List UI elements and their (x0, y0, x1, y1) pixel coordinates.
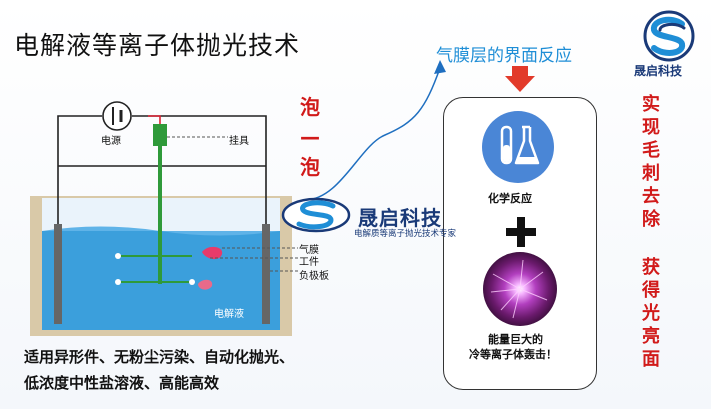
company-logo-label: 晟启科技 (634, 64, 683, 78)
cathode-plate-left (54, 224, 62, 324)
gas-film-blob (202, 246, 223, 260)
plus-icon (506, 217, 536, 247)
hanger-label: 挂具 (229, 136, 249, 147)
curved-arrow-icon (304, 60, 446, 201)
hanger (153, 124, 167, 146)
brand-slogan: 电解质等离子抛光技术专家 (354, 229, 457, 239)
electrolysis-diagram (30, 101, 298, 336)
deburr-outcome-text: 实 现 毛 刺 去 除 (640, 93, 662, 231)
outcome-char: 得 (642, 280, 660, 301)
gas-film-label: 气膜 (299, 245, 319, 256)
outcome-char: 亮 (642, 326, 660, 347)
outcome-char: 实 (642, 94, 660, 115)
brand-logo-icon (281, 197, 351, 233)
bubble-text: 泡 — 泡 (297, 92, 323, 182)
outcome-char: 去 (642, 186, 660, 207)
interface-reaction-title: 气膜层的界面反应 (436, 46, 572, 66)
page-title: 电解液等离子体抛光技术 (14, 31, 301, 60)
outcome-char: 毛 (642, 140, 660, 161)
features-line1: 适用异形件、无粉尘污染、自动化抛光、 (24, 348, 295, 366)
outcome-char: 获 (642, 257, 660, 278)
bubble-char: 泡 (300, 155, 320, 179)
outcome-char: 光 (642, 303, 660, 324)
down-arrow-icon (505, 66, 535, 92)
power-source-icon (102, 101, 132, 131)
outcome-char: 除 (642, 209, 660, 230)
bubble-char: 泡 (300, 95, 320, 119)
outcome-char: 现 (642, 117, 660, 138)
green-rod (158, 146, 162, 284)
electrolyte-label: 电解液 (214, 309, 244, 320)
energy-text-line2: 冷等离子体轰击！ (469, 348, 557, 361)
energy-text-line1: 能量巨大的 (488, 333, 543, 346)
chemical-reaction-label: 化学反应 (488, 192, 532, 205)
outcome-char: 刺 (642, 163, 660, 184)
outcome-char: 面 (642, 349, 660, 370)
company-logo (643, 10, 695, 62)
brand-name: 晟启科技 (358, 206, 442, 230)
cathode-plate-right (262, 224, 270, 324)
power-label: 电源 (101, 136, 121, 147)
plasma-ball-image (483, 252, 557, 326)
bright-surface-text: 获 得 光 亮 面 (640, 256, 662, 371)
workpiece-label: 工件 (299, 257, 319, 268)
chemistry-icon (482, 111, 554, 183)
cathode-label: 负极板 (299, 271, 329, 282)
features-line2: 低浓度中性盐溶液、高能高效 (24, 374, 220, 392)
bubble-char: — (300, 125, 320, 149)
